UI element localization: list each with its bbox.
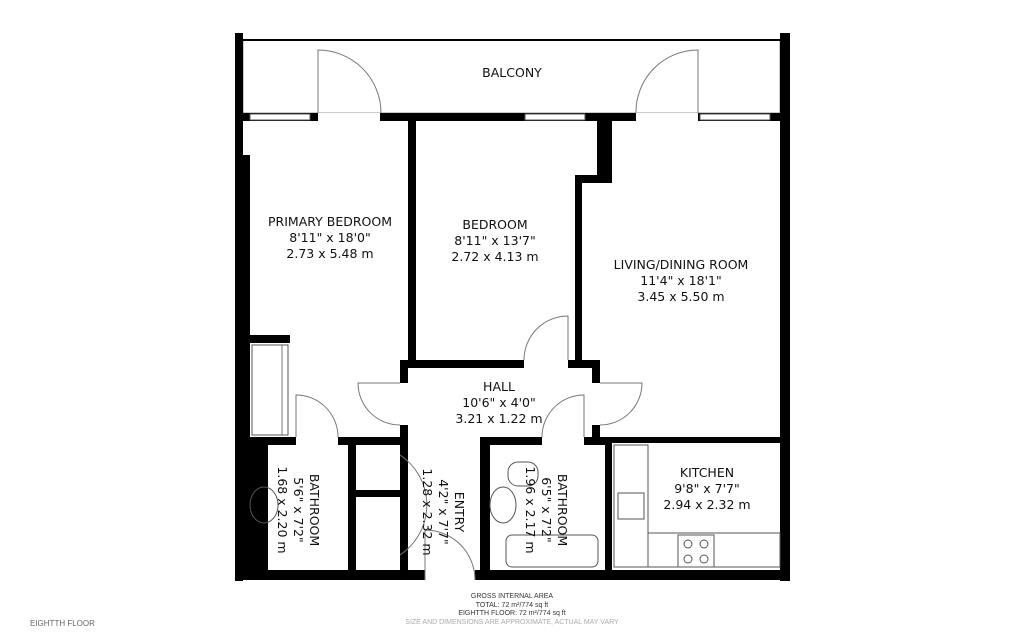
fixtures xyxy=(249,344,781,568)
primary-bedroom-imperial: 8'11" x 18'0" xyxy=(289,230,370,245)
kitchen-metric: 2.94 x 2.32 m xyxy=(663,497,750,512)
balcony-label: BALCONY xyxy=(482,65,542,80)
bathroom2-name: BATHROOM xyxy=(555,474,570,546)
kitchen-sink-icon xyxy=(617,492,645,520)
hall-imperial: 10'6" x 4'0" xyxy=(462,395,535,410)
footer-title: GROSS INTERNAL AREA xyxy=(470,593,554,600)
footer-disclaimer: SIZE AND DIMENSIONS ARE APPROXIMATE, ACT… xyxy=(405,618,619,626)
primary-bedroom-metric: 2.73 x 5.48 m xyxy=(286,246,373,261)
living-name: LIVING/DINING ROOM xyxy=(614,257,749,272)
footer-total: TOTAL: 72 m²/774 sq ft xyxy=(475,601,549,609)
doors xyxy=(295,49,699,581)
living-metric: 3.45 x 5.50 m xyxy=(637,289,724,304)
hall-metric: 3.21 x 1.22 m xyxy=(455,411,542,426)
bedroom-metric: 2.72 x 4.13 m xyxy=(451,249,538,264)
kitchen-name: KITCHEN xyxy=(680,465,734,480)
footer: GROSS INTERNAL AREA TOTAL: 72 m²/774 sq … xyxy=(0,593,1024,627)
bathroom1-metric: 1.68 x 2.20 m xyxy=(275,466,290,553)
entry-imperial: 4'2" x 7'7" xyxy=(436,479,451,545)
footer-floor-area: EIGHTTH FLOOR: 72 m²/774 sq ft xyxy=(458,610,566,617)
living-imperial: 11'4" x 18'1" xyxy=(640,273,721,288)
bathroom1-name: BATHROOM xyxy=(307,474,322,546)
sink-icon xyxy=(249,486,279,524)
bathtub-icon xyxy=(505,534,599,568)
bedroom-imperial: 8'11" x 13'7" xyxy=(454,233,535,248)
toilet-icon xyxy=(507,461,539,487)
bathroom1-imperial: 5'6" x 7'2" xyxy=(291,477,306,543)
hob-icon xyxy=(677,534,715,568)
hall-name: HALL xyxy=(483,379,515,394)
bedroom-name: BEDROOM xyxy=(462,217,527,232)
floor-label: EIGHTTH FLOOR xyxy=(30,619,95,628)
kitchen-imperial: 9'8" x 7'7" xyxy=(674,481,740,496)
bathroom2-metric: 1.96 x 2.17 m xyxy=(523,466,538,553)
primary-bedroom-name: PRIMARY BEDROOM xyxy=(268,214,392,229)
entry-name: ENTRY xyxy=(452,492,467,533)
sink-icon xyxy=(489,486,517,524)
bathroom2-imperial: 6'5" x 7'2" xyxy=(539,477,554,543)
windows xyxy=(249,113,771,121)
entry-metric: 1.28 x 2.32 m xyxy=(420,468,435,555)
counter xyxy=(613,444,649,568)
